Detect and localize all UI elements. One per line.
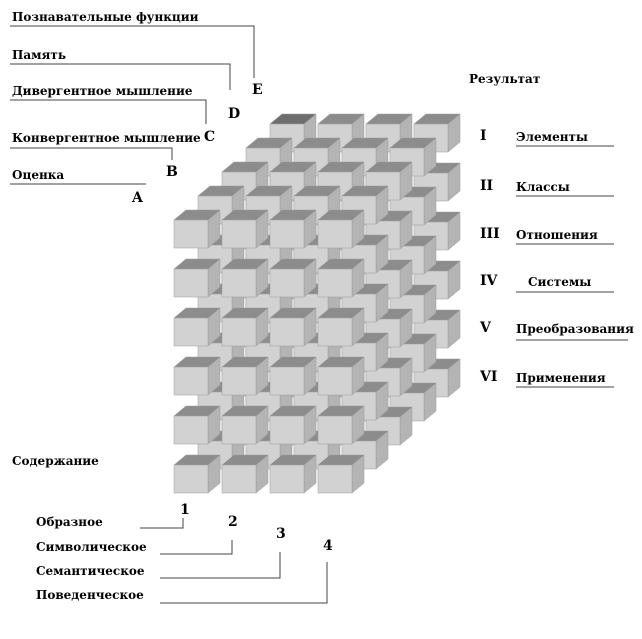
cube-front-face xyxy=(269,415,305,445)
cube-front-face xyxy=(221,464,257,494)
operation-label-a: Оценка xyxy=(12,168,65,182)
leader-lines xyxy=(10,25,628,604)
operation-letter-d: D xyxy=(228,106,241,122)
operation-letter-c: C xyxy=(204,129,216,145)
leader-line-4 xyxy=(160,562,328,604)
leader-line-3 xyxy=(160,552,281,579)
cube-front-face xyxy=(221,219,257,249)
leader-line-2 xyxy=(160,540,233,555)
content-number-2: 2 xyxy=(228,514,238,530)
contents-header: Содержание xyxy=(12,454,99,468)
content-name-1: Образное xyxy=(36,515,103,529)
product-numeral-4: IV xyxy=(480,273,498,289)
cube-front-face xyxy=(221,317,257,347)
product-numeral-1: I xyxy=(480,128,487,144)
content-number-1: 1 xyxy=(180,502,190,518)
cube-front-face xyxy=(269,219,305,249)
operation-label-b: Конвергентное мышление xyxy=(12,131,201,145)
product-numeral-6: VI xyxy=(480,369,498,385)
product-name-4: Системы xyxy=(528,275,592,289)
cube-front-face xyxy=(173,366,209,396)
content-number-4: 4 xyxy=(323,538,333,554)
cube-front-face xyxy=(317,219,353,249)
cube-front-face xyxy=(221,366,257,396)
cube-front-face xyxy=(269,317,305,347)
product-name-3: Отношения xyxy=(516,228,598,242)
operation-letter-b: B xyxy=(166,164,178,180)
leader-line-b xyxy=(10,147,173,160)
product-name-2: Классы xyxy=(516,180,570,194)
leader-line-1 xyxy=(140,518,184,529)
cube-front-face xyxy=(173,219,209,249)
content-name-3: Семантическое xyxy=(36,564,145,578)
operation-label-c: Дивергентное мышление xyxy=(12,84,193,98)
cube-grid xyxy=(173,113,461,494)
product-numeral-3: III xyxy=(480,226,500,242)
product-name-5: Преобразования xyxy=(516,322,634,336)
content-name-2: Символическое xyxy=(36,540,147,554)
cube-front-face xyxy=(317,366,353,396)
cube-front-face xyxy=(221,415,257,445)
leader-line-c xyxy=(10,99,207,124)
cube-front-face xyxy=(173,415,209,445)
leader-line-d xyxy=(10,63,231,90)
cube-front-face xyxy=(173,268,209,298)
cube-front-face xyxy=(317,415,353,445)
cube-front-face xyxy=(317,317,353,347)
cube-front-face xyxy=(221,268,257,298)
cube-front-face xyxy=(173,317,209,347)
operation-label-d: Память xyxy=(12,48,66,62)
cube-front-face xyxy=(269,464,305,494)
cube-front-face xyxy=(269,366,305,396)
products-header: Результат xyxy=(469,72,541,86)
leader-line-e xyxy=(10,25,255,78)
operation-label-e: Познавательные функции xyxy=(12,10,199,24)
content-number-3: 3 xyxy=(276,526,286,542)
cube-front-face xyxy=(317,268,353,298)
content-name-4: Поведенческое xyxy=(36,588,144,602)
cube-front-face xyxy=(317,464,353,494)
product-numeral-5: V xyxy=(480,320,491,336)
cube-front-face xyxy=(269,268,305,298)
cube-front-face xyxy=(173,464,209,494)
operation-letter-a: A xyxy=(132,190,143,206)
product-name-6: Применения xyxy=(516,371,606,385)
product-numeral-2: II xyxy=(480,178,494,194)
product-name-1: Элементы xyxy=(516,130,588,144)
operation-letter-e: E xyxy=(252,82,263,98)
